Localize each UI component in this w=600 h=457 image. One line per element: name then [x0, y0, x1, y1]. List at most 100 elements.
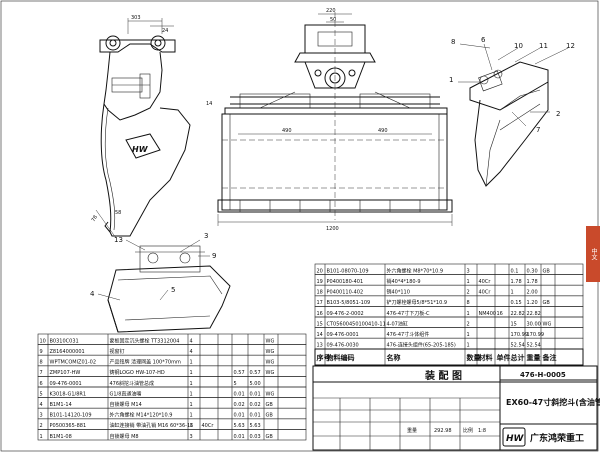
callouts: 1 2 3 4 5 6 7 8 9 10 11 12 13 [90, 36, 575, 301]
iso-view-left [107, 245, 231, 333]
bom-lower-cell-code: B1M1-08 [50, 434, 72, 440]
bom-lower-cell-qty: 4 [190, 338, 193, 344]
bom-upper-cell-sum: 1.20 [527, 300, 538, 306]
bom-upper-cell-qty: 1 [467, 343, 470, 349]
bom-lower-cell-total: 0.02 [234, 402, 245, 408]
bom-upper-cell-name: 476-47寸下刀板-C [387, 310, 431, 317]
bom-header-name: 名称 [387, 353, 401, 362]
bom-header-mat: 材料 [478, 353, 493, 362]
bom-upper-cell-total: 1.78 [511, 279, 522, 285]
dim-blade-angle-text: 58 [115, 210, 121, 216]
drawing-title: 装 配 图 [424, 369, 462, 382]
title-block: 装 配 图 476-H-0005 EX60-47寸斜挖斗(含油管) 重量 292… [312, 365, 600, 451]
bom-upper-cell-name: 4-07油缸 [387, 320, 408, 327]
callout-10: 10 [514, 42, 523, 50]
dim-total-width: 1200 [326, 226, 339, 232]
bom-lower-cell-code: P0500365-881 [50, 423, 87, 429]
bom-lower-cell-total: 0.01 [234, 413, 245, 419]
bom-lower-cell-seq: 9 [40, 349, 43, 355]
dim-pin-spacing-b: 490 [378, 128, 388, 134]
front-dims: 220 50 490 490 1200 14 [206, 8, 453, 232]
bom-lower-cell-name: 油缸连接销 带油孔销 M16 60*36-16 [110, 422, 194, 429]
callout-7: 7 [536, 126, 540, 134]
bom-lower-cell-total: 5.63 [234, 423, 245, 429]
bom-upper-cell-mat: 40Cr [479, 290, 492, 296]
bom-upper-cell-qty: 1 [467, 332, 470, 338]
bom-header-row: 序号物料编码名称数量材料单件总计重量备注 [314, 348, 584, 366]
callout-2: 2 [556, 110, 560, 118]
bom-upper-cell-sum: 2.00 [527, 290, 538, 296]
bom-lower-cell-note: WG [266, 338, 275, 344]
bom-upper-cell-total: 52.54 [511, 343, 525, 349]
bom-upper-cell-name: 476-47寸斗体组件 [387, 331, 430, 338]
bom-upper-cell-sum: 170.99 [527, 332, 545, 338]
bom-upper-cell-total: 170.99 [511, 332, 529, 338]
bom-upper-cell-code: 09-476-2-0002 [327, 311, 364, 317]
bom-lower-cell-seq: 4 [40, 402, 43, 408]
front-view [217, 12, 453, 220]
bom-lower-cell-note: GB [266, 413, 274, 419]
callout-13: 13 [114, 236, 123, 244]
bom-lower-cell-note: WG [266, 360, 275, 366]
bom-header-sum: 重量 [527, 353, 541, 362]
bom-lower-cell-qty: 1 [190, 360, 193, 366]
bom-lower-cell-code: ZMP107-HW [50, 370, 81, 376]
bom-upper-cell-name: 476-连接头组件(65-205-185) [387, 342, 456, 349]
bom-upper-cell-code: B101-08070-109 [327, 268, 369, 274]
bom-upper-cell-total: 22.82 [511, 311, 525, 317]
bom-lower-cell-qty: 1 [190, 402, 193, 408]
bom-upper-cell-name: 外六角螺栓 M8*70*10.9 [387, 267, 444, 274]
bom-lower-cell-mat: 40Cr [202, 423, 215, 429]
bom-lower-cell-sum: 0.03 [250, 434, 261, 440]
bom-lower-cell-seq: 3 [40, 413, 43, 419]
bom-upper-cell-code: 09-476-0030 [327, 343, 359, 349]
side-view-left: HW [99, 35, 191, 237]
bom-lower-cell-seq: 10 [40, 338, 46, 344]
bom-upper-cell-qty: 3 [467, 268, 470, 274]
bom-upper-cell-seq: 13 [317, 343, 323, 349]
bom-upper-cell-sum: 30.00 [527, 321, 541, 327]
dim-left-b: 24 [162, 28, 168, 34]
company-logo [502, 427, 526, 447]
company-logo-text: HW [506, 434, 525, 444]
bom-lower-cell-name: 外六角螺栓 M14*120*10.9 [110, 412, 173, 419]
callout-6: 6 [481, 36, 486, 44]
bom-upper-cell-seq: 19 [317, 279, 323, 285]
bom-lower-cell-note: WG [266, 391, 275, 397]
bom-header-code: 物料编码 [327, 353, 355, 362]
product-name: EX60-47寸斜挖斗(含油管) [506, 397, 600, 407]
bom-lower-cell-sum: 5.63 [250, 423, 261, 429]
bom-upper-cell-qty: 8 [467, 300, 470, 306]
bom-upper-row: 13 09-476-0030 476-连接头组件(65-205-185) 1 52.54… [314, 337, 584, 350]
side-badge[interactable]: 中文 [586, 226, 600, 282]
bom-lower-cell-note: WG [266, 349, 275, 355]
bom-lower-cell-name: 产品铭牌 清理网盖 100*70mm [110, 359, 181, 366]
bom-lower-cell-seq: 8 [40, 360, 43, 366]
bom-lower-cell-seq: 6 [40, 381, 43, 387]
bom-lower-cell-code: B1M1-14 [50, 402, 72, 408]
callout-8: 8 [451, 38, 455, 46]
bom-header-total: 总计 [511, 353, 525, 362]
bom-upper-cell-unit: 16 [497, 311, 503, 317]
bom-lower-cell-name: 铸钢LOGO HW-107-HD [110, 369, 165, 376]
weight-value: 292.98 [434, 428, 452, 434]
